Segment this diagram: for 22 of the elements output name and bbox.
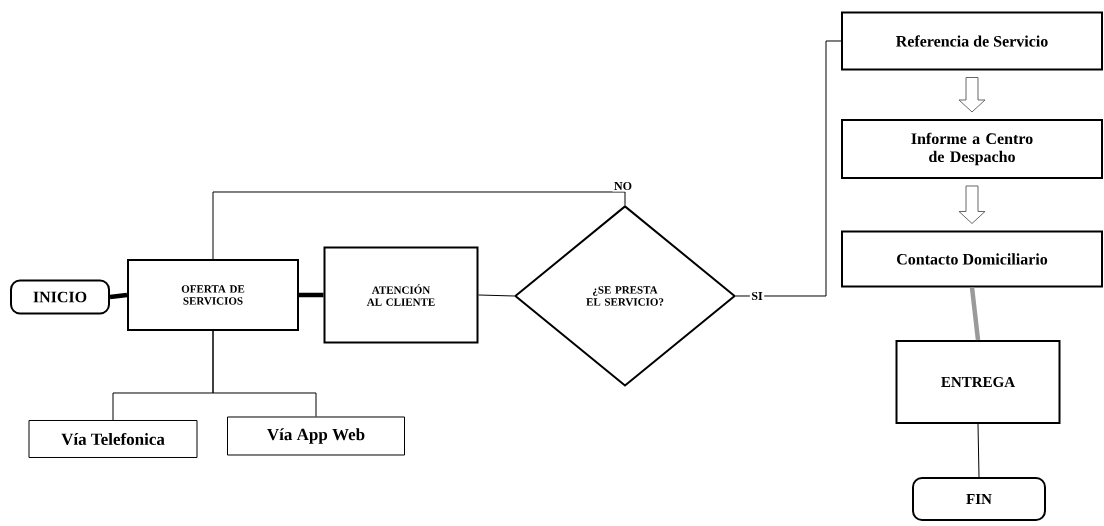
- rounded-terminal: INICIO: [10, 279, 110, 315]
- rounded-terminal: FIN: [912, 477, 1046, 521]
- connector-line: [299, 292, 324, 298]
- edge-label: NO: [612, 180, 634, 192]
- process-box: ENTREGA: [895, 340, 1061, 424]
- connector-line: [212, 330, 317, 417]
- edge-label: SI: [749, 290, 765, 302]
- process-box: Referencia de Servicio: [841, 11, 1103, 71]
- connector-line: [478, 294, 515, 297]
- option-box: Vía App Web: [227, 416, 405, 456]
- connector-line: [977, 423, 980, 478]
- option-box: Vía Telefonica: [28, 420, 198, 458]
- process-box: Contacto Domiciliario: [841, 230, 1103, 288]
- block-arrow: [958, 185, 986, 224]
- block-arrow: [958, 77, 986, 113]
- connector-line: [735, 40, 842, 297]
- process-box: Informe a Centro de Despacho: [841, 119, 1103, 179]
- connector-line: [969, 287, 981, 341]
- process-box: OFERTA DE SERVICIOS: [127, 259, 299, 331]
- connector-line: [109, 292, 128, 300]
- connector-line: [212, 191, 626, 260]
- process-box: ATENCIÓN AL CLIENTE: [323, 246, 479, 344]
